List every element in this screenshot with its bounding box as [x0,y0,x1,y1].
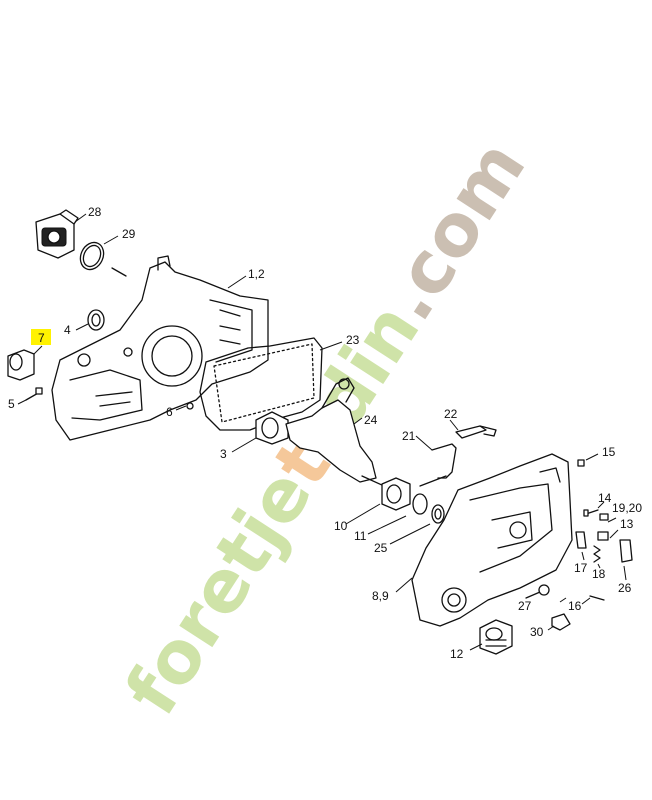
part-25-oil-seal[interactable] [431,504,445,524]
part-30-nut[interactable] [551,613,571,631]
label-14[interactable]: 14 [598,491,612,505]
part-24-crankshaft[interactable] [285,377,385,487]
part-28-oil-pump[interactable] [35,209,79,259]
watermark-gray-text: .com [365,126,541,335]
label-17[interactable]: 17 [574,561,588,575]
label-21[interactable]: 21 [402,429,416,443]
label-15[interactable]: 15 [602,445,616,459]
part-4-oil-seal[interactable] [87,309,105,331]
label-7[interactable]: 7 [38,331,45,345]
label-8-9[interactable]: 8,9 [372,589,389,603]
part-12-buffer[interactable] [479,619,513,655]
label-26[interactable]: 26 [618,581,632,595]
part-17-sleeve[interactable] [575,531,587,549]
part-26-stud[interactable] [619,539,633,563]
label-5[interactable]: 5 [8,397,15,411]
label-18[interactable]: 18 [592,567,606,581]
part-11-circlip[interactable] [412,493,428,515]
label-30[interactable]: 30 [530,625,544,639]
highlight-box [31,329,51,345]
label-23[interactable]: 23 [346,333,360,347]
label-27[interactable]: 27 [518,599,532,613]
label-4[interactable]: 4 [64,323,71,337]
label-11[interactable]: 11 [354,529,367,543]
watermark-green-text: foretje [109,454,328,729]
part-3-ball-bearing[interactable] [255,411,289,445]
part-22-pin[interactable] [455,425,497,439]
callout-labels: 28 29 1,2 4 7 5 6 23 3 24 22 21 15 14 19… [8,205,642,661]
label-6[interactable]: 6 [166,405,173,419]
label-22[interactable]: 22 [444,407,458,421]
label-29[interactable]: 29 [122,227,136,241]
label-28[interactable]: 28 [88,205,102,219]
label-24[interactable]: 24 [364,413,378,427]
part-15-screw[interactable] [577,459,585,467]
part-27-screw[interactable] [525,584,550,599]
label-12[interactable]: 12 [450,647,464,661]
part-19-20-screw[interactable] [599,513,609,521]
part-29-o-ring[interactable] [76,239,127,277]
part-7-buffer[interactable] [7,349,35,381]
label-3[interactable]: 3 [220,447,227,461]
part-18-spring[interactable] [593,545,601,563]
part-14-screw[interactable] [583,509,599,517]
part-21-lever[interactable] [419,443,457,487]
label-13[interactable]: 13 [620,517,634,531]
part-6-screw[interactable] [186,402,194,410]
part-10-ball-bearing[interactable] [381,477,411,511]
part-13-nut[interactable] [597,531,609,541]
label-1-2[interactable]: 1,2 [248,267,265,281]
leader-lines [17,213,627,651]
label-19-20[interactable]: 19,20 [612,501,642,515]
part-16-pin[interactable] [589,595,605,601]
label-25[interactable]: 25 [374,541,388,555]
part-1-2-crankcase-left[interactable] [51,255,269,441]
part-8-9-crankcase-right[interactable] [411,453,573,627]
label-16[interactable]: 16 [568,599,582,613]
part-23-gasket[interactable] [199,337,323,431]
label-10[interactable]: 10 [334,519,348,533]
part-5-screw[interactable] [25,387,43,401]
